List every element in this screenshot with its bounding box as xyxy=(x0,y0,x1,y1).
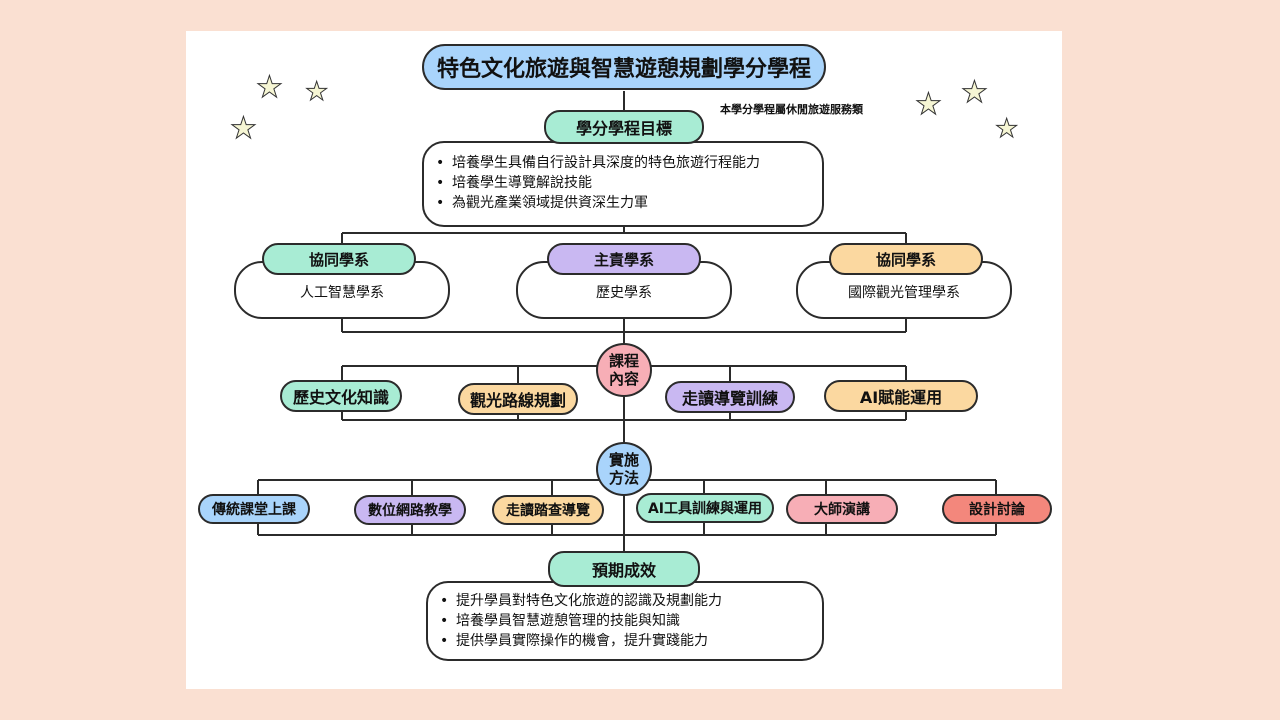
outcome-item: 培養學員智慧遊憩管理的技能與知識 xyxy=(440,611,822,631)
course-item: 歷史文化知識 xyxy=(280,380,402,412)
course-item: 觀光路線規劃 xyxy=(458,383,578,415)
method-item: AI工具訓練與運用 xyxy=(636,493,774,523)
outcomes-heading: 預期成效 xyxy=(548,551,700,587)
title-text: 特色文化旅遊與智慧遊憩規劃學分學程 xyxy=(436,57,811,82)
goals-box: 培養學生具備自行設計具深度的特色旅遊行程能力 培養學生導覽解說技能 為觀光產業領… xyxy=(422,141,824,227)
outcomes-box: 提升學員對特色文化旅遊的認識及規劃能力 培養學員智慧遊憩管理的技能與知識 提供學… xyxy=(426,581,824,661)
star-icon: ★ xyxy=(304,77,329,108)
star-icon: ★ xyxy=(230,111,258,146)
implementation-method-hub: 實施 方法 xyxy=(596,442,652,496)
star-icon: ★ xyxy=(915,87,943,122)
department-role-badge: 協同學系 xyxy=(829,243,983,275)
goals-heading: 學分學程目標 xyxy=(544,110,704,144)
outcome-item: 提供學員實際操作的機會，提升實踐能力 xyxy=(440,631,822,651)
method-item: 數位網路教學 xyxy=(354,495,466,525)
department-role-badge: 主責學系 xyxy=(547,243,701,275)
method-item: 走讀踏查導覽 xyxy=(492,495,604,525)
star-icon: ★ xyxy=(256,70,284,105)
department-name: 國際觀光管理學系 xyxy=(848,285,960,301)
goal-item: 培養學生導覽解說技能 xyxy=(436,173,822,193)
diagram-canvas: 特色文化旅遊與智慧遊憩規劃學分學程 本學分學程屬休閒旅遊服務類 培養學生具備自行… xyxy=(186,31,1062,689)
course-content-hub: 課程 內容 xyxy=(596,343,652,397)
star-icon: ★ xyxy=(961,75,989,110)
goal-item: 為觀光產業領域提供資深生力軍 xyxy=(436,193,822,213)
department-name: 人工智慧學系 xyxy=(300,285,384,301)
method-item: 傳統課堂上課 xyxy=(198,494,310,524)
outcome-item: 提升學員對特色文化旅遊的認識及規劃能力 xyxy=(440,591,822,611)
method-item: 大師演講 xyxy=(786,494,898,524)
star-icon: ★ xyxy=(994,114,1019,145)
method-item: 設計討論 xyxy=(942,494,1052,524)
course-item: 走讀導覽訓練 xyxy=(665,381,795,413)
department-role-badge: 協同學系 xyxy=(262,243,416,275)
category-note: 本學分學程屬休閒旅遊服務類 xyxy=(720,103,863,116)
department-name: 歷史學系 xyxy=(596,285,652,301)
title-banner: 特色文化旅遊與智慧遊憩規劃學分學程 xyxy=(422,44,826,90)
course-item: AI賦能運用 xyxy=(824,380,978,412)
goal-item: 培養學生具備自行設計具深度的特色旅遊行程能力 xyxy=(436,153,822,173)
